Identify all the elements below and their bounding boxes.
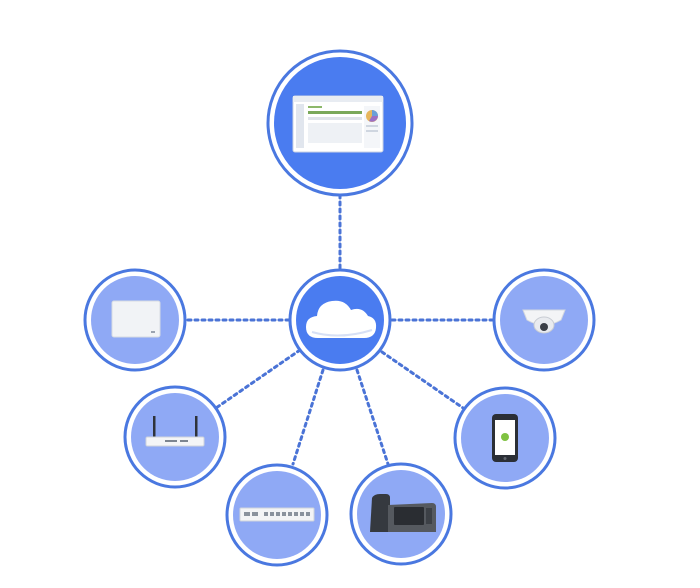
wireless-router-icon	[145, 416, 205, 447]
security-camera-icon	[522, 309, 566, 334]
access-point-node[interactable]	[83, 268, 187, 372]
link-cloud-phone	[380, 350, 468, 412]
link-cloud-desk-phone	[355, 368, 390, 466]
desk-phone-icon	[370, 494, 436, 532]
connector-lines	[186, 193, 496, 466]
dashboard-screen-icon	[292, 95, 384, 153]
cloud-icon	[306, 300, 377, 338]
router-node[interactable]	[123, 385, 227, 489]
link-cloud-router	[214, 348, 302, 410]
camera-node[interactable]	[492, 268, 596, 372]
network-switch-icon	[239, 507, 315, 522]
dashboard-node[interactable]	[266, 49, 414, 197]
access-point-icon	[111, 300, 161, 338]
cloud-hub-node[interactable]	[288, 268, 392, 372]
switch-node[interactable]	[225, 463, 329, 567]
desk-phone-node[interactable]	[349, 462, 453, 566]
phone-node[interactable]	[453, 386, 557, 490]
link-cloud-switch	[291, 368, 325, 466]
smartphone-icon	[492, 414, 518, 462]
